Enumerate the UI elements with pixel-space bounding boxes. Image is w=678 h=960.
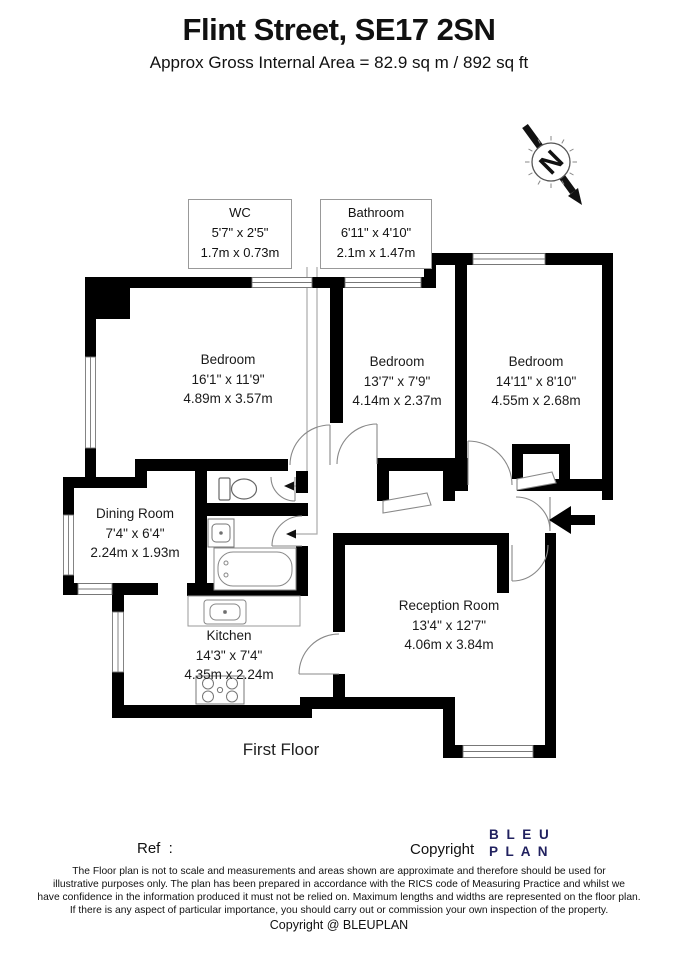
toilet-icon [218,477,258,501]
door-arc [515,496,551,532]
plan-fixtures [187,477,595,705]
room-name: WC [229,205,251,220]
door-arc [271,515,303,547]
window [472,253,546,265]
room-dims-metric: 4.14m x 2.37m [352,393,442,409]
room-name: Bedroom [508,354,564,369]
room-name: Bedroom [369,354,425,369]
door-arc [289,424,331,466]
room-dims-metric: 2.24m x 1.93m [90,545,180,561]
ref-label: Ref : [137,840,173,857]
bedroom3-label: Bedroom 14'11" x 8'10" 4.55m x 2.68m [467,352,605,411]
plan-walls [63,253,613,758]
door-arc [298,633,340,675]
wc-callout: WC 5'7" x 2'5" 1.7m x 0.73m [188,199,292,269]
door-arcs [270,423,557,675]
reception-room-label: Reception Room 13'4" x 12'7" 4.06m x 3.8… [358,596,540,655]
room-dims-metric: 4.06m x 3.84m [404,637,494,653]
disclaimer-line: If there is any aspect of particular imp… [69,904,609,916]
page-subtitle: Approx Gross Internal Area = 82.9 sq m /… [149,53,529,72]
room-dims-imperial: 7'4" x 6'4" [105,525,165,541]
room-name: Bedroom [200,352,256,367]
window [462,745,534,758]
window [77,583,113,595]
compass-icon: N [522,123,582,205]
window [63,514,74,576]
page-title: Flint Street, SE17 2SN [182,12,496,47]
bathtub-icon [213,547,297,591]
bathroom-callout: Bathroom 6'11" x 4'10" 2.1m x 1.47m [320,199,432,269]
wc-leader-arrow-icon [284,481,294,491]
copyright-label: Copyright [410,841,475,858]
window [251,277,313,288]
floor-label: First Floor [242,740,320,759]
logo-line1: B L E U [489,827,551,842]
room-dims-imperial: 5'7" x 2'5" [211,225,269,240]
room-dims-imperial: 14'3" x 7'4" [195,647,263,663]
kitchen-label: Kitchen 14'3" x 7'4" 4.35m x 2.24m [148,626,310,685]
plan-windows [63,253,546,758]
kitchen-sink-icon [187,595,301,627]
disclaimer-line: The Floor plan is not to scale and measu… [72,866,606,877]
window [85,356,96,449]
room-dims-metric: 4.89m x 3.57m [183,391,273,407]
bedroom2-label: Bedroom 13'7" x 7'9" 4.14m x 2.37m [337,352,457,411]
bathroom-sink-icon [207,518,235,548]
door-arc [336,423,378,465]
closet-door-flap [516,471,557,491]
room-name: Bathroom [347,205,405,220]
room-dims-imperial: 16'1" x 11'9" [191,371,265,387]
bleuplan-logo: B L E U P L A N [489,826,551,860]
door-arc [511,544,549,582]
disclaimer-line: illustrative purposes only. The plan has… [53,878,625,890]
logo-line2: P L A N [489,844,550,859]
hob-icon [195,675,245,705]
room-dims-metric: 4.55m x 2.68m [491,393,581,409]
room-dims-imperial: 13'7" x 7'9" [363,373,431,389]
bedroom1-label: Bedroom 16'1" x 11'9" 4.89m x 3.57m [128,350,328,409]
room-dims-metric: 4.35m x 2.24m [184,667,274,683]
room-dims-imperial: 13'4" x 12'7" [411,617,487,633]
room-dims-imperial: 6'11" x 4'10" [340,225,412,240]
dining-room-label: Dining Room 7'4" x 6'4" 2.24m x 1.93m [70,504,200,563]
room-dims-metric: 2.1m x 1.47m [336,245,416,260]
disclaimer-text: The Floor plan is not to scale and measu… [24,866,654,918]
closet-door-flap [382,492,432,514]
bathroom-leader-arrow-icon [286,529,296,539]
room-dims-metric: 1.7m x 0.73m [200,245,280,260]
room-dims-imperial: 14'11" x 8'10" [495,373,577,389]
room-name: Dining Room [95,506,175,521]
copyright-bottom: Copyright @ BLEUPLAN [269,918,409,932]
room-name: Reception Room [398,598,500,613]
entrance-arrow-icon [549,506,595,534]
window [112,611,124,673]
disclaimer-line: have confidence in the information produ… [37,891,641,903]
door-arc [467,440,513,486]
door-arc [270,476,296,502]
window [344,277,422,288]
room-name: Kitchen [206,628,252,643]
